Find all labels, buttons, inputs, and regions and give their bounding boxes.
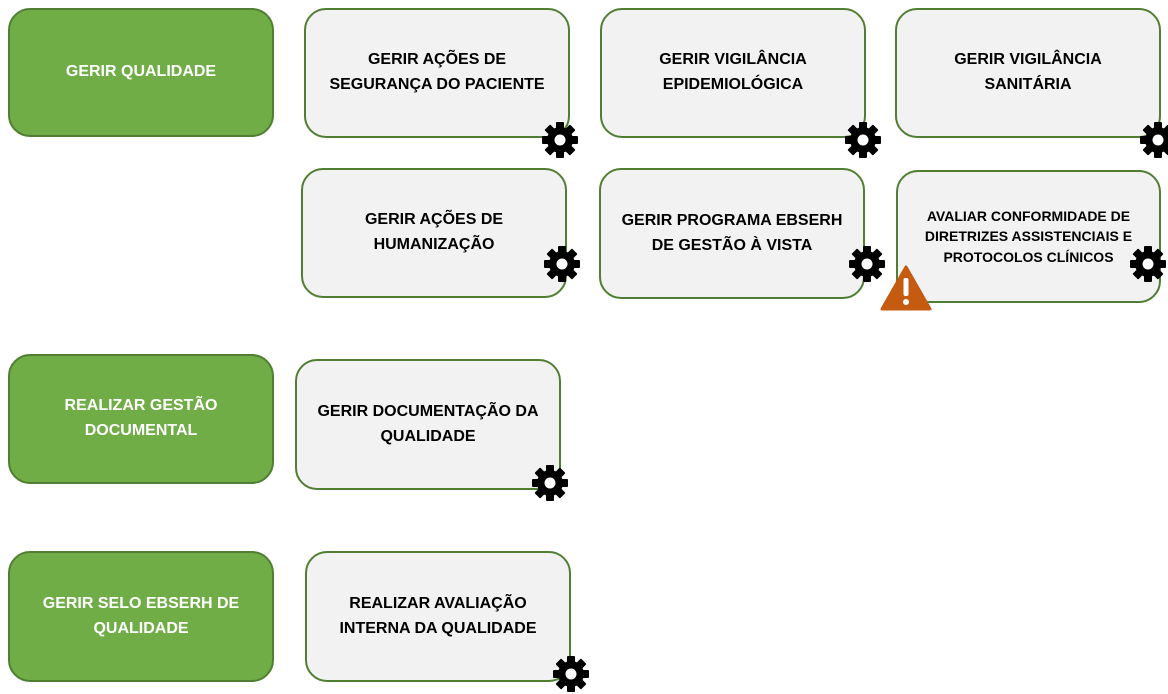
process-label: REALIZAR AVALIAÇÃO INTERNA DA QUALIDADE: [339, 594, 537, 637]
process-avaliacao-interna[interactable]: REALIZAR AVALIAÇÃO INTERNA DA QUALIDADE: [305, 551, 571, 682]
process-label: GERIR DOCUMENTAÇÃO DA QUALIDADE: [317, 402, 539, 445]
process-label: GERIR VIGILÂNCIA SANITÁRIA: [954, 51, 1102, 93]
process-label: GERIR PROGRAMA EBSERH DE GESTÃO À VISTA: [621, 211, 843, 254]
gear-icon[interactable]: [530, 463, 570, 503]
gear-icon[interactable]: [1138, 120, 1168, 160]
process-label: GERIR VIGILÂNCIA EPIDEMIOLÓGICA: [659, 51, 807, 93]
gear-icon[interactable]: [551, 654, 591, 694]
group-gerir-qualidade[interactable]: GERIR QUALIDADE: [8, 8, 274, 137]
group-label: GERIR QUALIDADE: [65, 63, 217, 81]
warning-icon[interactable]: [880, 265, 932, 311]
gear-icon[interactable]: [540, 120, 580, 160]
process-humanizacao[interactable]: GERIR AÇÕES DE HUMANIZAÇÃO: [301, 168, 567, 298]
process-label: GERIR AÇÕES DE HUMANIZAÇÃO: [364, 211, 504, 253]
gear-icon[interactable]: [1128, 244, 1168, 284]
group-label: GERIR SELO EBSERH DE QUALIDADE: [42, 594, 240, 637]
gear-icon[interactable]: [843, 120, 883, 160]
group-realizar-gestao-documental[interactable]: REALIZAR GESTÃO DOCUMENTAL: [8, 354, 274, 484]
process-documentacao-qualidade[interactable]: GERIR DOCUMENTAÇÃO DA QUALIDADE: [295, 359, 561, 490]
process-label: GERIR AÇÕES DE SEGURANÇA DO PACIENTE: [329, 51, 545, 93]
process-conformidade-diretrizes[interactable]: AVALIAR CONFORMIDADE DE DIRETRIZES ASSIS…: [896, 170, 1161, 303]
process-seguranca-paciente[interactable]: GERIR AÇÕES DE SEGURANÇA DO PACIENTE: [304, 8, 570, 138]
process-label: AVALIAR CONFORMIDADE DE DIRETRIZES ASSIS…: [924, 208, 1133, 265]
group-label: REALIZAR GESTÃO DOCUMENTAL: [64, 397, 218, 439]
process-vigilancia-epidemiologica[interactable]: GERIR VIGILÂNCIA EPIDEMIOLÓGICA: [600, 8, 866, 138]
process-gestao-a-vista[interactable]: GERIR PROGRAMA EBSERH DE GESTÃO À VISTA: [599, 168, 865, 299]
group-gerir-selo-ebserh[interactable]: GERIR SELO EBSERH DE QUALIDADE: [8, 551, 274, 682]
gear-icon[interactable]: [542, 244, 582, 284]
process-vigilancia-sanitaria[interactable]: GERIR VIGILÂNCIA SANITÁRIA: [895, 8, 1161, 138]
